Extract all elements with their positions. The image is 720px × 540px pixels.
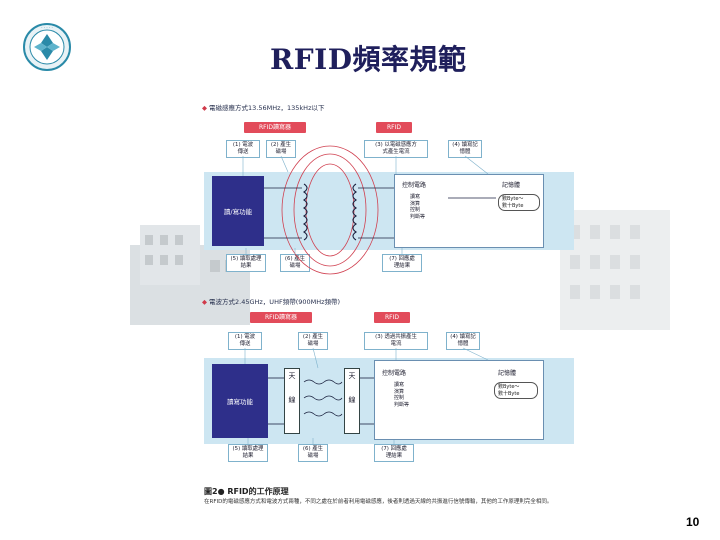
section1-tag-tab: RFID [376, 122, 412, 133]
section1-step7: (7) 回應處 理結果 [382, 254, 422, 272]
section2-reader-block: 讀寫功能 [212, 364, 268, 438]
section2-step2: (2) 產生 磁場 [298, 332, 328, 350]
section2-control-sub: 讀寫 演算 控制 判斷等 [394, 382, 410, 408]
section1-reader-block: 讀/寫功能 [212, 176, 264, 246]
page-number: 10 [686, 515, 700, 529]
school-seal-logo: · · · · · [22, 14, 72, 80]
section2-memory-box: 數Byte～ 數十Byte [494, 382, 538, 399]
section1-step4: (4) 讀寫記 憶體 [448, 140, 482, 158]
section2-step5: (5) 讀取處理 結果 [228, 444, 268, 462]
figure-caption-text: 在RFID的電磁感應方式和電波方式兩種，不同之處在於前者利用電磁感應，後者則透過… [204, 499, 553, 505]
section2-reader-tab: RFID讀寫器 [250, 312, 312, 323]
section2-tag-tab: RFID [374, 312, 410, 323]
slide-title: RFID頻率規範 [270, 43, 467, 76]
section1-step2: (2) 產生 磁場 [266, 140, 296, 158]
section2-heading: ◆電波方式2.45GHz，UHF頻帶(900MHz頻帶) [202, 298, 341, 306]
section1-memory-box: 數Byte～ 數十Byte [498, 194, 540, 211]
section1-reader-tab: RFID讀寫器 [244, 122, 306, 133]
section1-control-circuit: 控制電路 [402, 182, 427, 189]
section1-tag-body [394, 174, 544, 248]
section2-memory-label: 記憶體 [498, 370, 517, 377]
tag-antenna: 天線 [344, 368, 360, 434]
section2-tag-body [374, 360, 544, 440]
reader-antenna: 天線 [284, 368, 300, 434]
section1-heading: ◆電磁感應方式13.56MHz，135kHz以下 [202, 104, 325, 112]
background-photo-right [560, 210, 670, 330]
svg-text:· · · · ·: · · · · · [41, 25, 52, 30]
figure-caption-title: 圖2● RFID的工作原理 [204, 487, 289, 496]
section2-step7: (7) 回應處 理結果 [374, 444, 414, 462]
section2-step4: (4) 讀寫記 憶體 [446, 332, 480, 350]
background-photo [130, 215, 250, 325]
section2-control-circuit: 控制電路 [382, 370, 407, 377]
rfid-principle-figure: ◆電磁感應方式13.56MHz，135kHz以下 RFID讀寫器 RFID (1… [198, 98, 578, 538]
section1-control-sub: 讀寫 演算 控制 判斷等 [410, 194, 426, 220]
section1-step5: (5) 讀取處理 結果 [226, 254, 266, 272]
section1-step6: (6) 產生 磁場 [280, 254, 310, 272]
figure-diagram-lines [242, 145, 496, 444]
section1-step1: (1) 電波 傳送 [226, 140, 260, 158]
section2-step1: (1) 電波 傳送 [228, 332, 262, 350]
section2-step6: (6) 產生 磁場 [298, 444, 328, 462]
figure-caption: 圖2● RFID的工作原理 在RFID的電磁感應方式和電波方式兩種，不同之處在於… [204, 488, 574, 506]
section1-memory-label: 記憶體 [502, 182, 521, 189]
